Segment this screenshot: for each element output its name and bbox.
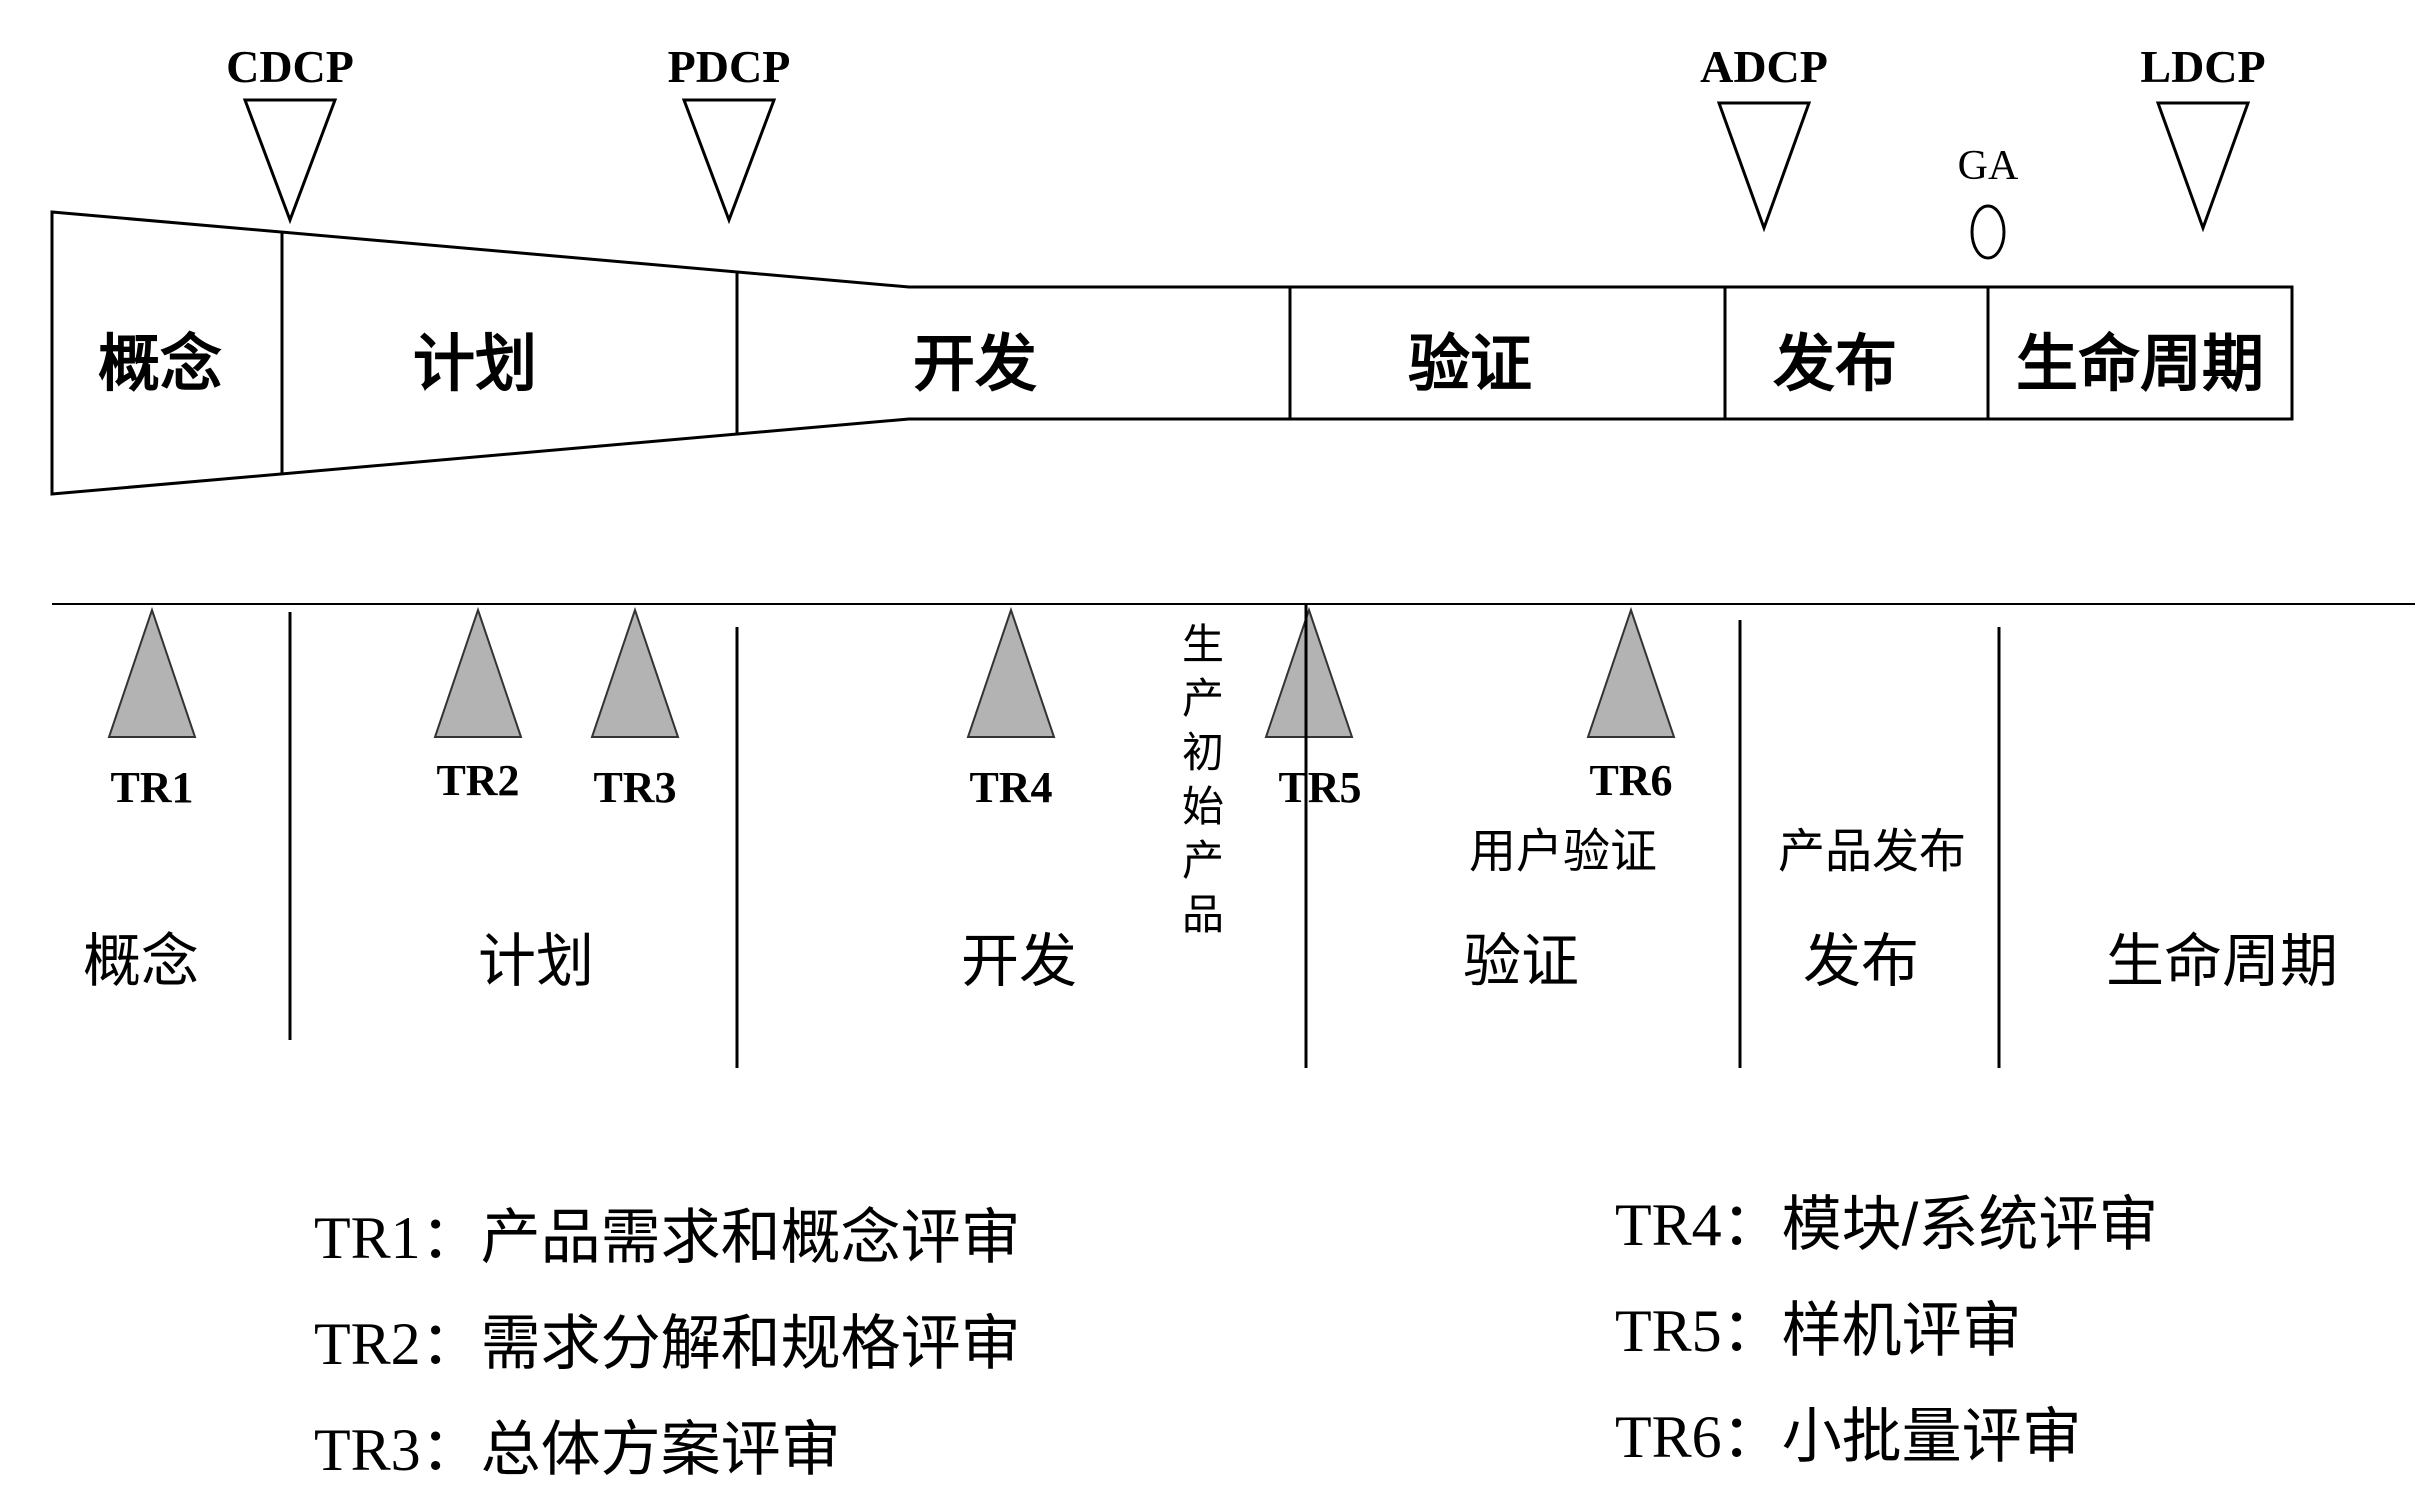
legend-text-tr3: 总体方案评审	[480, 1416, 841, 1483]
legend-code-tr5: TR5：	[1615, 1298, 1782, 1364]
production-initial-product-label: 生产初始产品	[1176, 622, 1224, 946]
tr5-marker-icon	[1264, 606, 1354, 738]
legend-right-column: TR4：模块/系统评审 TR5：样机评审 TR6：小批量评审	[1615, 1172, 2158, 1490]
legend-code-tr3: TR3：	[314, 1417, 481, 1483]
tr5-label: TR5	[1278, 763, 1362, 812]
cdcp-triangle-icon	[242, 98, 338, 225]
ga-ellipse-icon	[1970, 204, 2006, 260]
checkpoint-label-adcp: ADCP	[1700, 41, 1828, 92]
legend-code-tr1: TR1：	[314, 1205, 481, 1271]
tr6-label: TR6	[1589, 756, 1673, 805]
tr2-marker-icon	[433, 606, 523, 738]
tr1-marker-icon	[107, 606, 197, 738]
funnel-shape	[50, 210, 2294, 496]
tr1-label: TR1	[110, 763, 194, 812]
tr6-marker-icon	[1586, 606, 1676, 738]
legend-item-tr3: TR3：总体方案评审	[314, 1397, 1021, 1495]
legend-item-tr1: TR1：产品需求和概念评审	[314, 1185, 1021, 1291]
legend-code-tr4: TR4：	[1615, 1192, 1782, 1258]
tr3-marker-icon	[590, 606, 680, 738]
product-release-label: 产品发布	[1778, 824, 1966, 878]
legend-text-tr2: 需求分解和规格评审	[480, 1310, 1021, 1377]
stage-label-develop: 开发	[960, 929, 1078, 994]
legend-code-tr2: TR2：	[314, 1311, 481, 1377]
adcp-triangle-icon	[1716, 101, 1812, 233]
legend-text-tr4: 模块/系统评审	[1781, 1191, 2159, 1258]
checkpoint-label-pdcp: PDCP	[667, 41, 791, 92]
ldcp-triangle-icon	[2155, 101, 2251, 233]
stage-label-concept: 概念	[82, 929, 200, 994]
stage-label-release: 发布	[1802, 929, 1920, 994]
tr3-label: TR3	[593, 763, 677, 812]
checkpoint-label-ldcp: LDCP	[2140, 41, 2266, 92]
funnel-phase-concept: 概念	[97, 330, 223, 399]
checkpoint-label-ga: GA	[1957, 143, 2019, 189]
legend-item-tr2: TR2：需求分解和规格评审	[314, 1291, 1021, 1397]
pdcp-triangle-icon	[681, 98, 777, 225]
tr4-marker-icon	[966, 606, 1056, 738]
funnel-phase-plan: 计划	[412, 330, 538, 399]
funnel-phase-verify: 验证	[1407, 330, 1533, 399]
stage-label-lifecycle: 生命周期	[2105, 929, 2339, 994]
stage-label-verify: 验证	[1462, 929, 1580, 994]
legend-item-tr4: TR4：模块/系统评审	[1615, 1172, 2158, 1278]
legend-code-tr6: TR6：	[1615, 1404, 1782, 1470]
tr4-label: TR4	[969, 763, 1053, 812]
stage-label-plan: 计划	[477, 929, 595, 994]
legend-left-column: TR1：产品需求和概念评审 TR2：需求分解和规格评审 TR3：总体方案评审	[314, 1185, 1021, 1495]
checkpoint-label-cdcp: CDCP	[226, 41, 354, 92]
legend-text-tr5: 样机评审	[1781, 1297, 2022, 1364]
legend-item-tr5: TR5：样机评审	[1615, 1278, 2158, 1384]
legend-text-tr1: 产品需求和概念评审	[480, 1204, 1021, 1271]
funnel-phase-develop: 开发	[912, 330, 1038, 399]
funnel-phase-release: 发布	[1772, 330, 1898, 399]
legend-text-tr6: 小批量评审	[1781, 1403, 2082, 1470]
legend-item-tr6: TR6：小批量评审	[1615, 1384, 2158, 1490]
user-verification-label: 用户验证	[1469, 824, 1657, 878]
tr2-label: TR2	[436, 756, 520, 805]
funnel-phase-lifecycle: 生命周期	[2015, 330, 2265, 399]
